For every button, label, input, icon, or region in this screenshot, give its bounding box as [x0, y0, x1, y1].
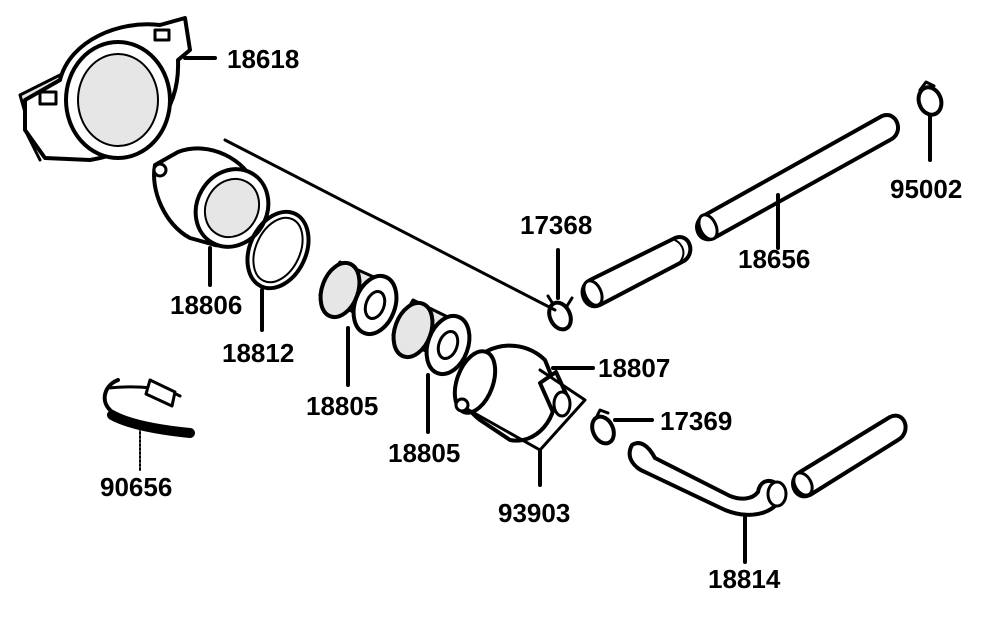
callout-18805-b: 18805 [388, 438, 461, 468]
hose-long-part [695, 113, 900, 250]
callout-18814: 18814 [708, 564, 781, 594]
clip-17368-part [546, 248, 574, 332]
callout-18806: 18806 [170, 290, 243, 320]
callout-18618: 18618 [227, 44, 300, 74]
callout-18656: 18656 [738, 244, 811, 274]
clip-95002-part [916, 80, 944, 162]
hose-straight-part [791, 413, 908, 499]
strainer-housing-part [152, 138, 557, 312]
callout-93903: 93903 [498, 498, 571, 528]
filter-element-b-part [391, 298, 472, 434]
strainer-cap-part [452, 343, 595, 487]
callout-90656: 90656 [100, 472, 173, 502]
hose-short-part [580, 235, 693, 309]
callout-18812: 18812 [222, 338, 295, 368]
clip-17369-part [590, 408, 654, 446]
callout-17368: 17368 [520, 210, 593, 240]
filter-element-a-part [318, 260, 399, 387]
callout-95002: 95002 [890, 174, 963, 204]
clamp-part [18, 16, 217, 162]
hose-bent-part [627, 441, 788, 564]
callout-17369: 17369 [660, 406, 733, 436]
callout-18805-a: 18805 [306, 391, 379, 421]
callout-18807: 18807 [598, 353, 671, 383]
strap-part [102, 378, 195, 471]
o-ring-part [245, 209, 311, 332]
